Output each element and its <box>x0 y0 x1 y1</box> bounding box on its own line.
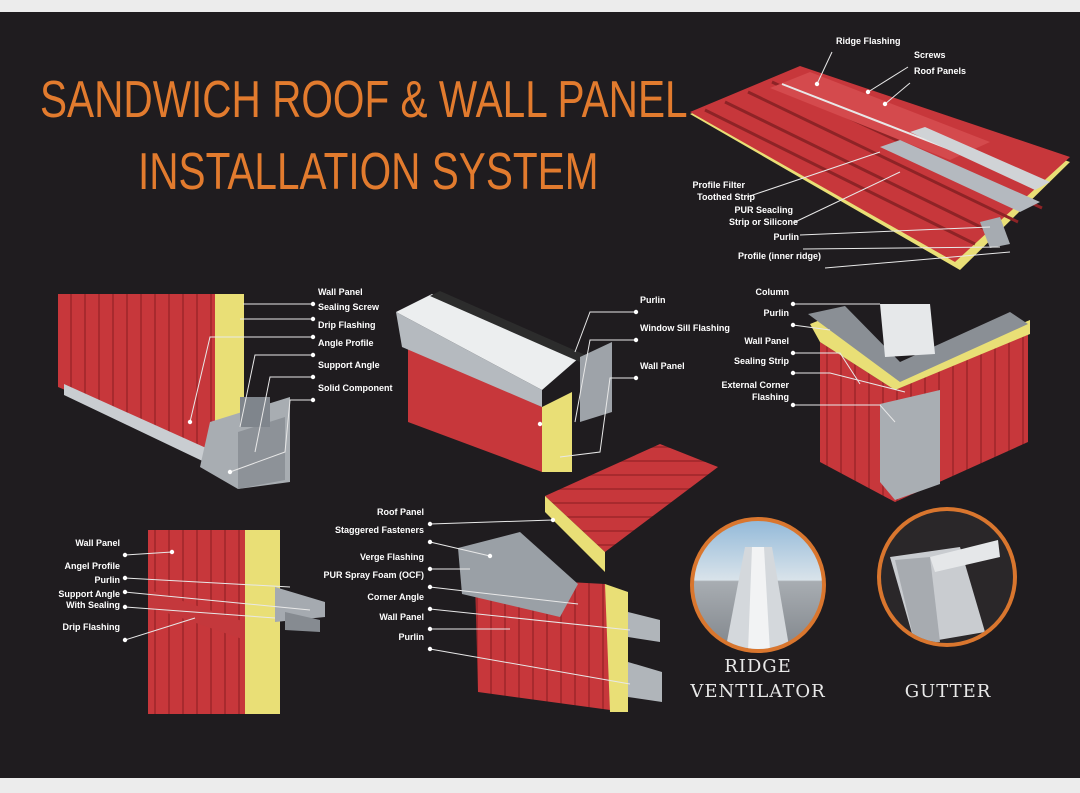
label-toothed-strip: Toothed Strip <box>697 192 755 202</box>
label-screws: Screws <box>914 50 946 60</box>
label-wall-panel: Wall Panel <box>318 287 363 297</box>
gutter-photo <box>877 507 1017 647</box>
label-roof-panels: Roof Panels <box>914 66 967 76</box>
label-drip-wall-panel: Wall Panel <box>75 538 120 548</box>
label-angel-profile: Angel Profile <box>64 561 120 571</box>
label-strip-or-silicone: Strip or Silicone <box>728 217 798 227</box>
label-external-corner-flashing: Flashing <box>751 392 789 402</box>
label-roof-purlin: Purlin <box>773 232 799 242</box>
label-verge-wall-panel: Wall Panel <box>379 612 424 622</box>
verge-illustration <box>458 444 718 712</box>
label-solid-component: Solid Component <box>318 383 393 393</box>
ridge-ventilator-line-1: RIDGE <box>724 656 792 677</box>
label-corner-angle: Corner Angle <box>367 592 424 602</box>
label-external-corner: External Corner <box>721 380 789 390</box>
label-sealing-screw: Sealing Screw <box>318 302 380 312</box>
poster: SANDWICH ROOF & WALL PANEL INSTALLATION … <box>0 12 1080 778</box>
label-support-angle-sealing: Support Angle <box>58 589 120 599</box>
ridge-ventilator-photo <box>690 517 826 653</box>
label-ridge-flashing: Ridge Flashing <box>836 36 901 46</box>
label-with-sealing: With Sealing <box>66 600 120 610</box>
label-drip-purlin: Purlin <box>94 575 120 585</box>
label-corner-purlin: Purlin <box>763 308 789 318</box>
title-line-2: INSTALLATION SYSTEM <box>138 143 599 201</box>
ridge-ventilator-caption: RIDGE VENTILATOR <box>668 654 848 704</box>
label-profile-filter: Profile Filter <box>692 180 745 190</box>
illustrations <box>58 51 1070 714</box>
label-drip-drip-flashing: Drip Flashing <box>62 622 120 632</box>
label-verge-flashing: Verge Flashing <box>359 552 424 562</box>
roof-detail-illustration <box>690 66 1070 270</box>
label-window-purlin: Purlin <box>640 295 666 305</box>
label-corner-wall-panel: Wall Panel <box>744 336 789 346</box>
label-sealing-strip: Sealing Strip <box>733 356 789 366</box>
label-pur-spray-foam: PUR Spray Foam (OCF) <box>323 570 424 580</box>
wall-drip-illustration <box>148 530 325 714</box>
label-window-sill-flashing: Window Sill Flashing <box>640 323 730 333</box>
label-staggered-fasteners: Staggered Fasteners <box>334 525 424 535</box>
label-support-angle: Support Angle <box>318 360 380 370</box>
label-profile-inner-ridge: Profile (inner ridge) <box>737 251 821 261</box>
label-roof-panel: Roof Panel <box>376 507 424 517</box>
label-angle-profile: Angle Profile <box>318 338 374 348</box>
corner-illustration <box>808 304 1030 502</box>
label-column: Column <box>755 287 790 297</box>
ridge-ventilator-line-2: VENTILATOR <box>690 681 826 702</box>
window-sill-illustration <box>396 291 612 472</box>
label-pur-sealing: PUR Seacling <box>734 205 793 215</box>
title-line-1: SANDWICH ROOF & WALL PANEL <box>40 71 688 129</box>
label-window-wall-panel: Wall Panel <box>640 361 685 371</box>
label-drip-flashing: Drip Flashing <box>318 320 376 330</box>
wall-base-illustration <box>58 294 290 489</box>
gutter-caption: GUTTER <box>904 681 992 702</box>
label-verge-purlin: Purlin <box>398 632 424 642</box>
